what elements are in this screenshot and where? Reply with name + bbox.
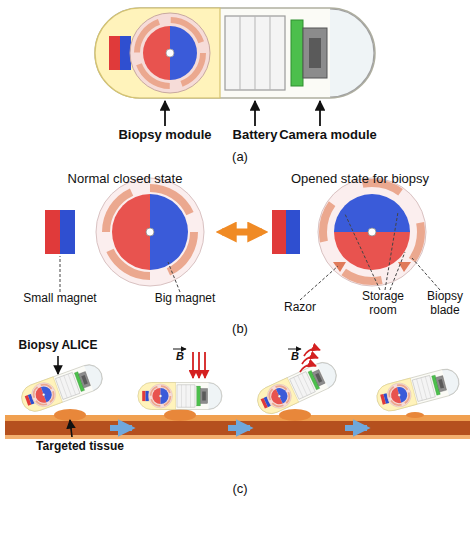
step-arrow xyxy=(345,425,367,431)
device-label: Biopsy ALICE xyxy=(3,339,113,353)
magnet-mechanism-closed xyxy=(150,194,188,270)
state-title: Normal closed state xyxy=(40,172,210,187)
magnet-mechanism-open xyxy=(272,210,286,254)
leader-line xyxy=(60,256,61,292)
panel-label: (a) xyxy=(220,150,260,165)
part-label: Biopsy blade xyxy=(420,290,470,318)
part-label: Big magnet xyxy=(140,292,230,306)
step-arrow xyxy=(110,425,132,431)
leader-line xyxy=(60,212,440,300)
leader-line xyxy=(345,214,380,290)
leader-line xyxy=(390,252,405,290)
step-arrow xyxy=(228,425,250,431)
step-arrow xyxy=(110,425,367,431)
magnet-mechanism-closed xyxy=(106,188,194,276)
pointer-arrow xyxy=(164,101,166,126)
tissue-layer xyxy=(54,409,86,421)
capsule-scene xyxy=(253,358,341,418)
state-arrow xyxy=(222,232,262,233)
leader-line xyxy=(168,262,180,292)
capsule-scene xyxy=(374,366,462,414)
state-title: Opened state for biopsy xyxy=(265,172,455,187)
field-vector xyxy=(173,349,301,350)
magnet-mechanism-closed xyxy=(96,178,204,286)
pointer-arrow xyxy=(57,356,59,374)
field-arrow xyxy=(193,349,320,378)
field-vector xyxy=(173,349,186,350)
magnet-mechanism-open xyxy=(334,194,410,232)
field-symbol: B xyxy=(173,350,187,363)
capsule-scene xyxy=(138,383,222,410)
field-arrow xyxy=(302,357,318,364)
magnet-mechanism-open xyxy=(398,262,411,272)
field-symbol: B xyxy=(288,350,302,363)
magnet-mechanism-closed xyxy=(146,228,154,236)
part-label: Small magnet xyxy=(10,292,110,306)
tissue-layer xyxy=(5,409,470,439)
tissue-layer xyxy=(5,435,470,439)
magnet-mechanism-open xyxy=(272,178,426,286)
pointer-arrow xyxy=(165,101,320,126)
field-arrow xyxy=(204,352,206,378)
tissue-label: Targeted tissue xyxy=(20,440,140,454)
leader-line xyxy=(385,212,398,290)
field-arrow xyxy=(304,349,320,356)
magnet-mechanism-closed xyxy=(45,210,60,254)
magnet-mechanism-open xyxy=(286,210,300,254)
part-label: Storage room xyxy=(355,290,411,318)
capsule-scene xyxy=(18,361,106,415)
panel-label: (c) xyxy=(220,482,260,497)
leader-line xyxy=(300,266,338,300)
pointer-arrow xyxy=(70,420,72,437)
capsule-assembly xyxy=(95,8,375,98)
panel-label: (b) xyxy=(220,322,260,337)
magnet-mechanism-open xyxy=(333,262,346,272)
magnet-mechanism-open xyxy=(368,228,376,236)
pointer-arrow xyxy=(319,101,321,126)
magnet-mechanism-closed xyxy=(60,210,75,254)
tissue-layer xyxy=(164,409,196,421)
magnet-mechanism-closed xyxy=(45,178,204,286)
pointer-arrow xyxy=(58,356,72,437)
tissue-layer xyxy=(279,409,311,421)
field-arrow xyxy=(300,365,316,372)
field-vector xyxy=(288,349,301,350)
capsule-assembly xyxy=(95,8,375,98)
leader-line xyxy=(412,258,440,290)
pointer-arrow xyxy=(254,101,256,126)
magnet-mechanism-closed xyxy=(112,194,150,270)
part-label: Biopsy module xyxy=(105,128,225,143)
capsule-scene xyxy=(18,358,462,418)
tissue-layer xyxy=(5,421,470,435)
tissue-layer xyxy=(406,412,424,418)
state-arrow xyxy=(222,229,262,236)
part-label: Razor xyxy=(270,301,330,315)
field-arrow xyxy=(192,352,194,378)
part-label: Camera module xyxy=(268,128,388,143)
magnet-mechanism-open xyxy=(334,232,410,270)
field-arrow xyxy=(198,352,200,378)
